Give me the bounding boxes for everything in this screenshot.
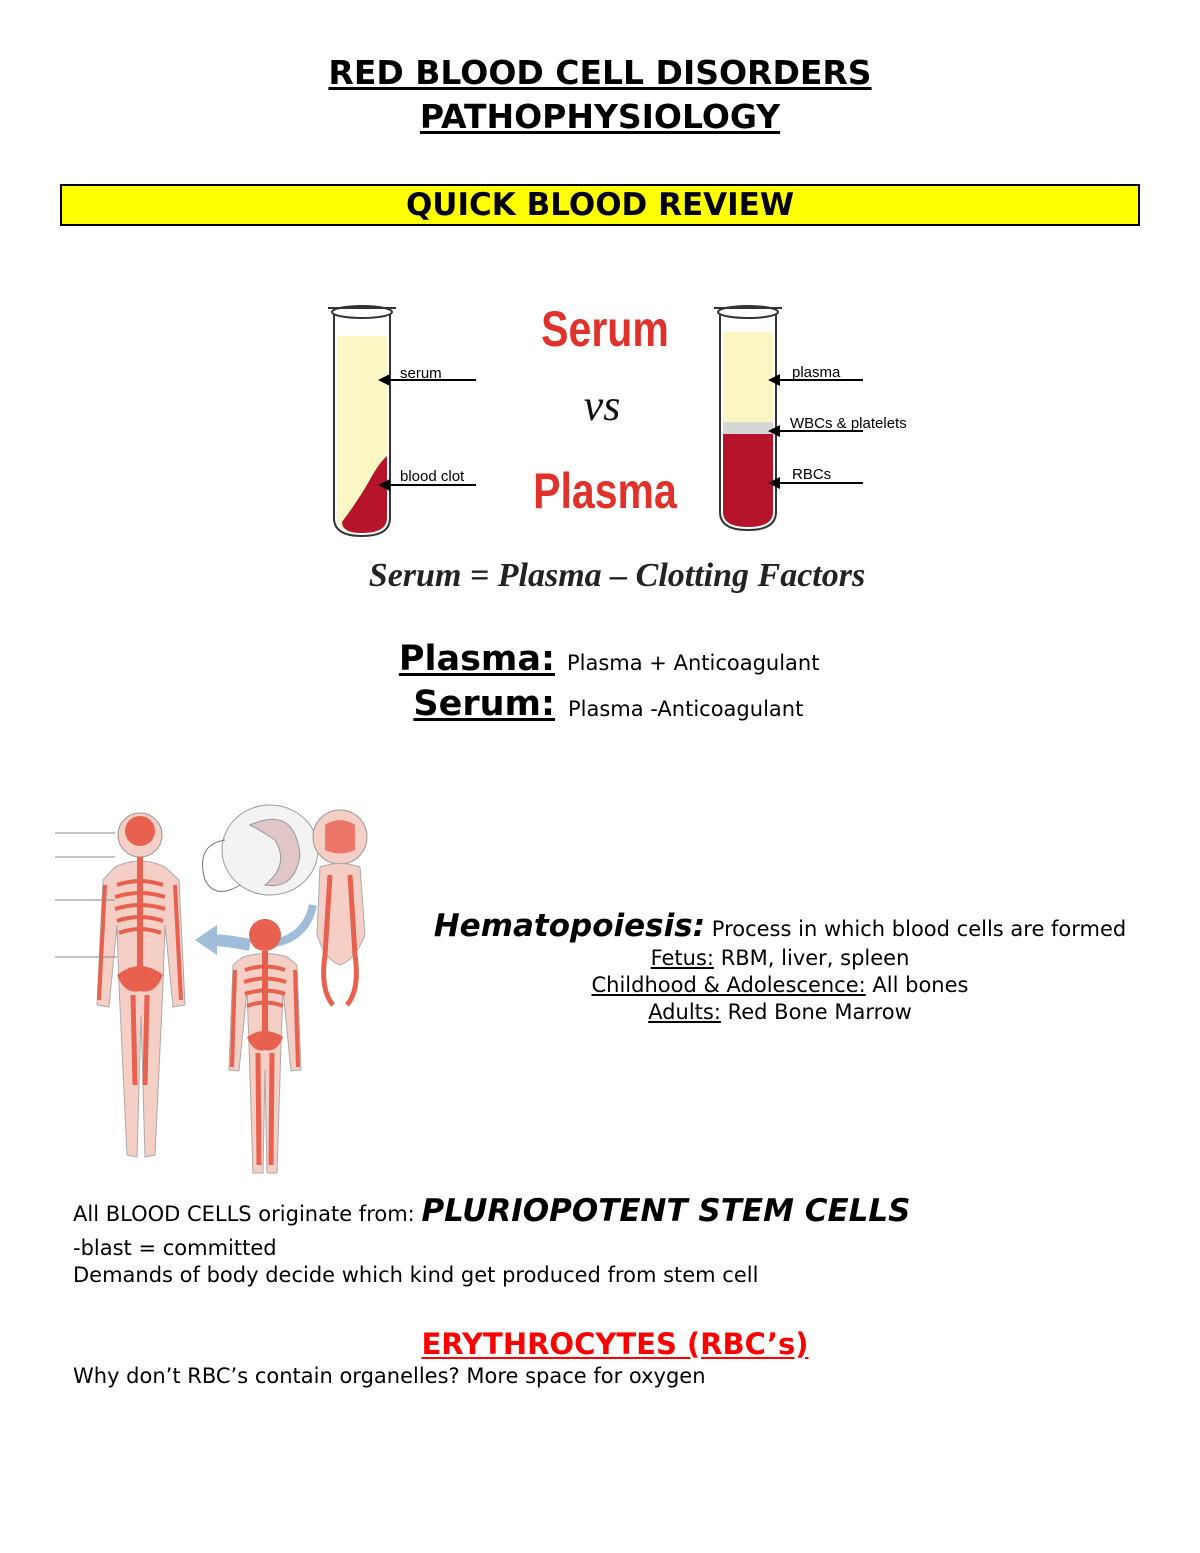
- serum-vs-plasma-figure: serum blood clot Serum vs Plasma plasma …: [328, 301, 907, 594]
- plasma-tube: [714, 305, 782, 532]
- hematopoiesis-term: Hematopoiesis:: [433, 908, 706, 944]
- section-banner: QUICK BLOOD REVIEW: [60, 184, 1140, 226]
- blood-clot-label: blood clot: [400, 468, 465, 485]
- hematopoiesis-definition: Process in which blood cells are formed: [711, 917, 1127, 941]
- serum-definition-text: Plasma -Anticoagulant: [568, 697, 804, 721]
- hematopoiesis-childhood: Childhood & Adolescence: All bones: [415, 972, 1145, 999]
- plasma-definition-text: Plasma + Anticoagulant: [567, 651, 820, 675]
- serum-tube-label: serum: [400, 365, 442, 382]
- page-title-line-1: RED BLOOD CELL DISORDERS: [328, 53, 872, 92]
- hematopoiesis-adults: Adults: Red Bone Marrow: [415, 999, 1145, 1026]
- stem-cells-emphasis: PLURIOPOTENT STEM CELLS: [421, 1193, 911, 1229]
- serum-tube: [328, 305, 396, 538]
- adult-skeleton-figure: [55, 812, 186, 1158]
- hematopoiesis-heading: Hematopoiesis: Process in which blood ce…: [415, 910, 1145, 945]
- blast-note: -blast = committed: [73, 1236, 277, 1260]
- stem-cell-demand-note: Demands of body decide which kind get pr…: [73, 1263, 759, 1287]
- child-figure: [228, 919, 302, 1174]
- hematopoiesis-fetus: Fetus: RBM, liver, spleen: [415, 945, 1145, 972]
- childhood-label: Childhood & Adolescence:: [591, 973, 866, 997]
- serum-equation: Serum = Plasma – Clotting Factors: [369, 557, 865, 594]
- hematopoiesis-illustration: [55, 804, 368, 1174]
- serum-term: Serum:: [413, 684, 555, 724]
- fetus-text: RBM, liver, spleen: [720, 946, 910, 970]
- adults-text: Red Bone Marrow: [727, 1000, 912, 1024]
- erythrocytes-heading: ERYTHROCYTES (RBC’s): [421, 1327, 809, 1361]
- rbcs-label: RBCs: [792, 466, 831, 483]
- fetus-label: Fetus:: [650, 946, 714, 970]
- fetus-figure: [312, 809, 368, 1007]
- hematopoiesis-section: Hematopoiesis: Process in which blood ce…: [415, 910, 1145, 1026]
- erythrocytes-question: Why don’t RBC’s contain organelles? More…: [73, 1364, 706, 1388]
- adults-label: Adults:: [648, 1000, 721, 1024]
- childhood-text: All bones: [872, 973, 969, 997]
- page-title-line-2: PATHOPHYSIOLOGY: [419, 97, 781, 136]
- plasma-term: Plasma:: [398, 639, 555, 679]
- serum-heading: Serum: [541, 301, 669, 357]
- wbcs-platelets-label: WBCs & platelets: [790, 415, 907, 432]
- stem-cells-prefix: All BLOOD CELLS originate from:: [73, 1202, 415, 1226]
- stem-cells-origin: All BLOOD CELLS originate from: PLURIOPO…: [73, 1196, 910, 1228]
- plasma-heading: Plasma: [533, 463, 677, 519]
- embryo-figure: [202, 804, 319, 896]
- vs-heading: vs: [584, 381, 621, 430]
- plasma-tube-label: plasma: [792, 364, 841, 381]
